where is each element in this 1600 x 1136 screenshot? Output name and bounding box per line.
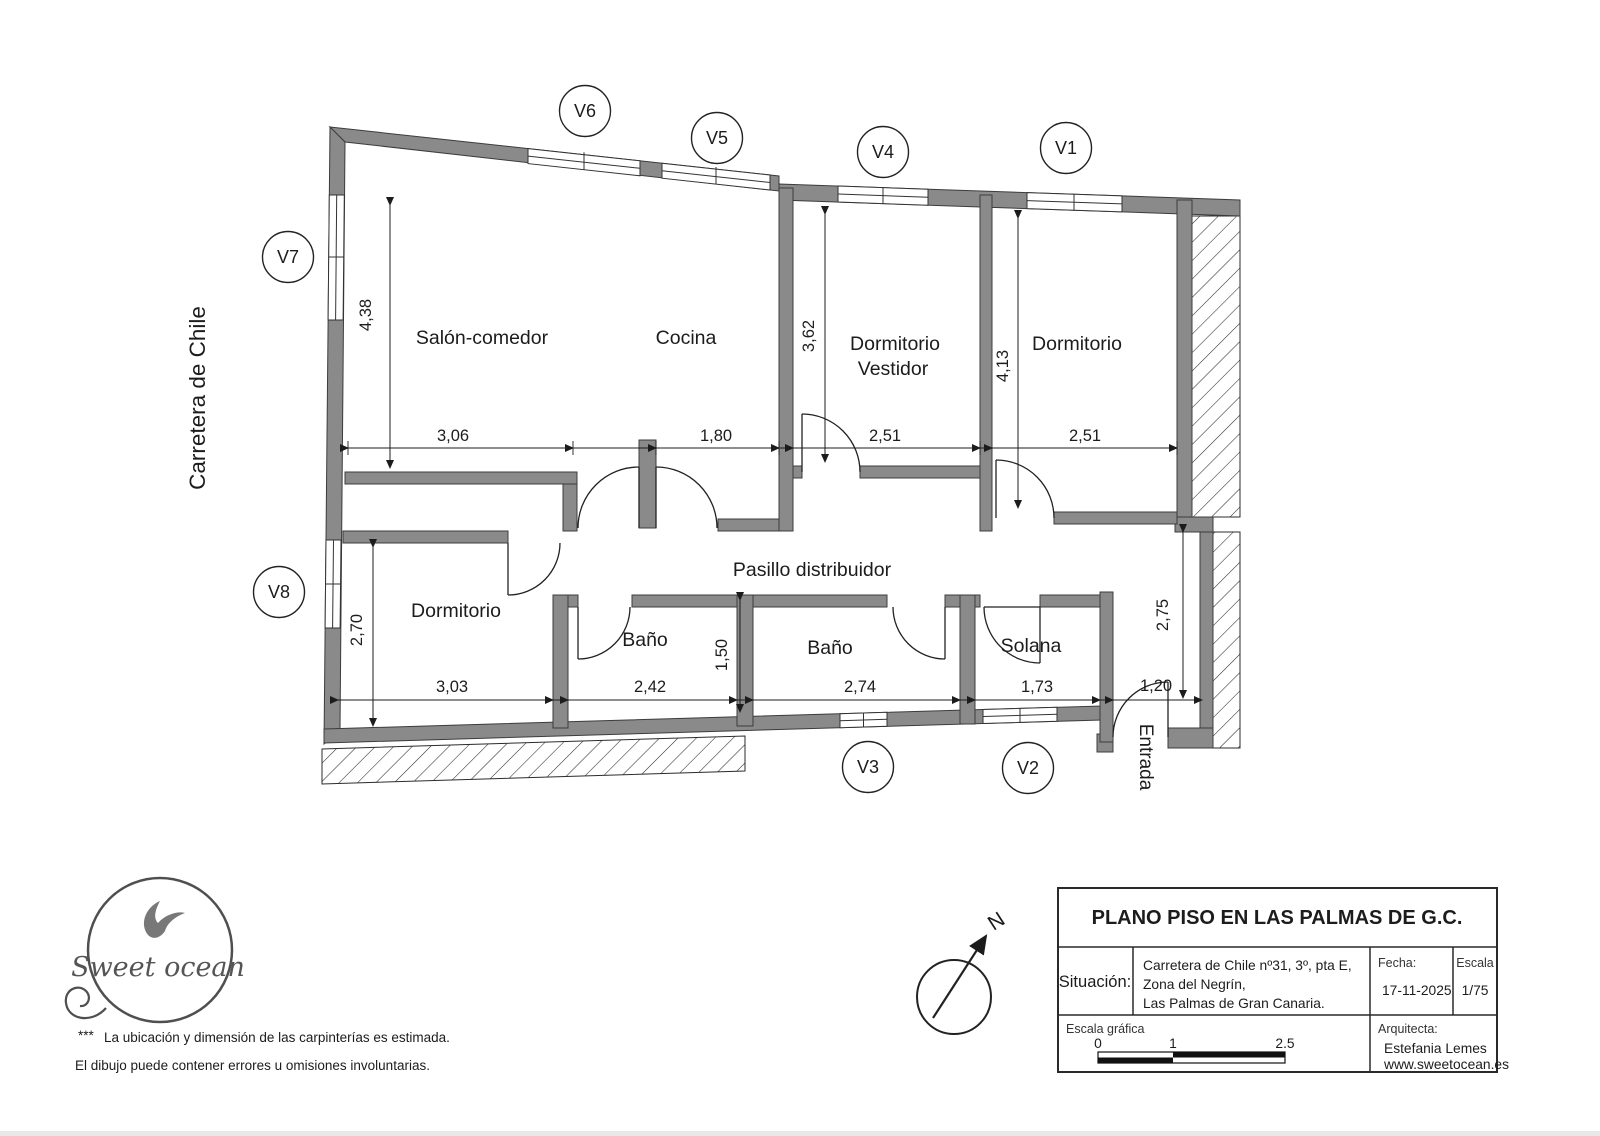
logo-circle	[86, 876, 234, 1024]
dim-dormitorio-top-height: 4,13	[994, 350, 1012, 382]
logo-text: Sweet ocean	[71, 952, 245, 983]
window-tag-v2: V2	[1001, 741, 1055, 795]
fecha-value: 17-11-2025	[1382, 983, 1452, 998]
room-salon-label: Salón-comedor	[416, 327, 549, 349]
title-block: PLANO PISO EN LAS PALMAS DE G.C. Situaci…	[1057, 887, 1509, 1073]
north-label: N	[984, 908, 1009, 936]
dim-bano-large-width: 2,74	[844, 678, 876, 696]
scale-tick-0: 0	[1094, 1036, 1102, 1051]
door-bano-small-icon	[577, 606, 631, 660]
window-tag-v3-label: V3	[857, 757, 879, 777]
door-cocina-icon	[655, 466, 718, 529]
hummingbird-icon	[143, 901, 185, 938]
room-bano-small-label: Baño	[622, 629, 668, 651]
dimension-ticks	[347, 441, 1178, 455]
footnote-line2: El dibujo puede contener errores u omisi…	[75, 1058, 430, 1073]
dim-vestidor-width: 2,51	[869, 427, 901, 445]
dim-entrada-height: 2,75	[1154, 599, 1172, 631]
arquitecta-name: Estefania Lemes	[1384, 1041, 1487, 1056]
dimension-labels: 3,06 1,80 2,51 2,51 3,03 2,42 2,74 1,73 …	[348, 299, 1172, 696]
address-line3: Las Palmas de Gran Canaria.	[1143, 996, 1325, 1011]
footnote-line1: La ubicación y dimensión de las carpinte…	[104, 1030, 450, 1045]
dim-solana-width: 1,73	[1021, 678, 1053, 696]
window-v6-icon	[527, 148, 641, 177]
window-tag-v3: V3	[841, 740, 895, 794]
dimension-lines	[330, 197, 1203, 727]
interior-walls	[342, 187, 1178, 743]
dim-entrada-width: 1,20	[1140, 677, 1172, 695]
footnote-stars: ***	[78, 1028, 95, 1043]
graphic-scale-bar: 0 1 2.5	[1094, 1036, 1295, 1064]
dim-bano-small-height: 1,50	[713, 639, 731, 671]
scale-tick-2: 2.5	[1275, 1036, 1295, 1051]
window-tag-v6: V6	[558, 84, 612, 138]
window-tag-v6-label: V6	[574, 101, 596, 121]
room-dormitorio-top-label: Dormitorio	[1032, 333, 1122, 355]
window-tag-v2-label: V2	[1017, 758, 1039, 778]
logo-flourish	[64, 986, 107, 1020]
window-tag-v4-label: V4	[872, 142, 894, 162]
window-tag-v1-label: V1	[1055, 138, 1077, 158]
escala-label: Escala	[1456, 956, 1494, 970]
dim-bano-small-width: 2,42	[634, 678, 666, 696]
dim-salon-height: 4,38	[357, 299, 375, 331]
room-labels: Salón-comedor Cocina Dormitorio Vestidor…	[411, 327, 1122, 659]
room-dormitorio-bottom-label: Dormitorio	[411, 600, 501, 622]
escala-grafica-label: Escala gráfica	[1066, 1022, 1145, 1036]
footnotes: *** La ubicación y dimensión de las carp…	[75, 1028, 450, 1073]
door-bano-large-icon	[892, 606, 946, 660]
door-dormitorio-bottom-icon	[507, 542, 561, 596]
window-v1-icon	[1026, 192, 1123, 213]
room-vestidor-label-line1: Dormitorio	[850, 333, 940, 355]
window-v8-icon	[324, 539, 342, 629]
street-label: Carretera de Chile	[185, 306, 210, 490]
dim-dormitorio-bottom-width: 3,03	[436, 678, 468, 696]
window-tag-v4: V4	[856, 125, 910, 179]
scale-tick-1: 1	[1169, 1036, 1177, 1051]
door-vestidor-icon	[801, 413, 861, 473]
room-vestidor-label-line2: Vestidor	[858, 358, 929, 380]
arquitecta-label: Arquitecta:	[1378, 1022, 1438, 1036]
entrance-label: Entrada	[1135, 724, 1156, 791]
windows	[324, 148, 1123, 729]
window-v5-icon	[661, 162, 771, 191]
window-v2-icon	[982, 706, 1058, 725]
north-arrow: N	[916, 908, 1009, 1035]
window-tag-v7: V7	[261, 230, 315, 284]
arquitecta-web: www.sweetocean.es	[1383, 1057, 1509, 1072]
window-tag-v5: V5	[690, 111, 744, 165]
window-tag-v8: V8	[252, 565, 306, 619]
room-solana-label: Solana	[1001, 635, 1062, 657]
door-swings	[507, 413, 1169, 738]
corridor-label: Pasillo distribuidor	[733, 559, 892, 581]
logo: Sweet ocean	[64, 876, 245, 1024]
dim-salon-width: 3,06	[437, 427, 469, 445]
address-line1: Carretera de Chile nº31, 3º, pta E,	[1143, 958, 1352, 973]
door-solana-icon	[983, 606, 1041, 664]
escala-value: 1/75	[1462, 983, 1489, 998]
dim-dormitorio-top-width: 2,51	[1069, 427, 1101, 445]
window-tag-v7-label: V7	[277, 247, 299, 267]
address-line2: Zona del Negrín,	[1143, 977, 1246, 992]
dim-dormitorio-bottom-height: 2,70	[348, 614, 366, 646]
window-v3-icon	[839, 711, 888, 729]
door-dormitorio-top-icon	[995, 459, 1055, 519]
window-tags: V6 V5 V4 V1 V7 V8 V3 V2	[252, 84, 1093, 795]
fecha-label: Fecha:	[1378, 956, 1416, 970]
room-bano-large-label: Baño	[807, 637, 853, 659]
hatched-wall-zones	[321, 215, 1241, 785]
window-tag-v5-label: V5	[706, 128, 728, 148]
dim-vestidor-height: 3,62	[800, 320, 818, 352]
window-tag-v8-label: V8	[268, 582, 290, 602]
window-tag-v1: V1	[1039, 121, 1093, 175]
dim-cocina-width: 1,80	[700, 427, 732, 445]
door-salon-icon	[577, 466, 640, 529]
titleblock-title: PLANO PISO EN LAS PALMAS DE G.C.	[1092, 907, 1463, 929]
window-v7-icon	[327, 194, 345, 321]
situacion-label: Situación:	[1059, 973, 1131, 991]
room-cocina-label: Cocina	[656, 327, 717, 349]
window-v4-icon	[837, 185, 929, 206]
